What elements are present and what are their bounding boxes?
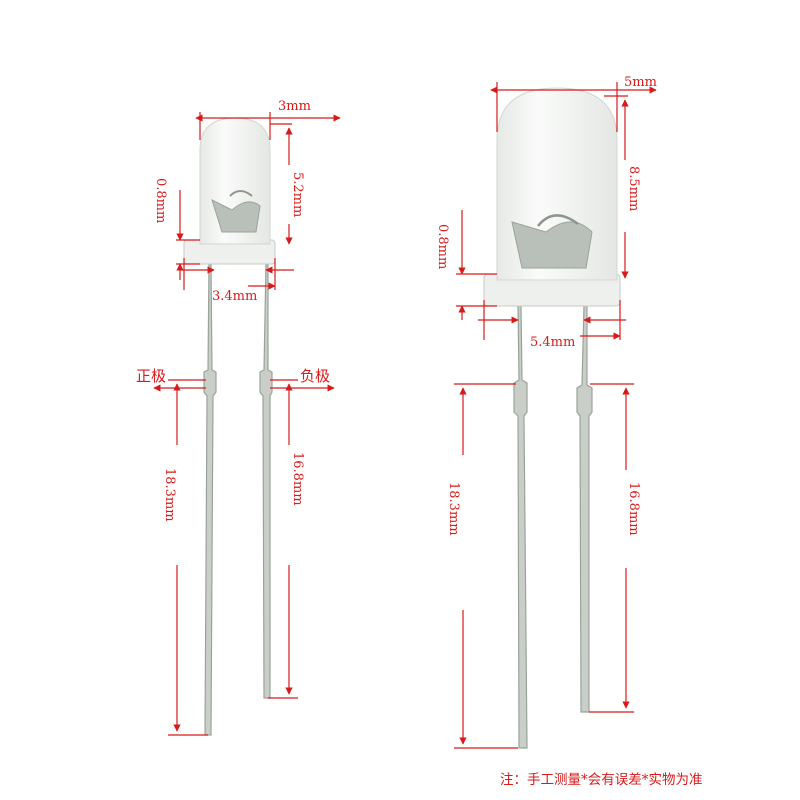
led-3mm-cathode-lead [259, 261, 273, 699]
label-anode: 正极 [136, 367, 166, 385]
dim-3mm-anode-lead: 18.3mm [162, 468, 177, 522]
dim-5mm-lens-height: 8.5mm [626, 166, 641, 211]
led-5mm: 5mm 8.5mm 0.8mm 5.4mm 18.3mm 16.8mm [435, 75, 657, 749]
led-3mm-anode-lead [203, 261, 217, 736]
dim-3mm-cathode-lead: 16.8mm [290, 452, 305, 506]
dim-3mm-flange-height: 0.8mm [153, 178, 168, 223]
dim-3mm-flange-width: 3.4mm [212, 289, 257, 304]
led-3mm-internal-anvil [211, 199, 261, 233]
dim-5mm-anode-lead: 18.3mm [446, 482, 461, 536]
led-5mm-anode-lead [513, 304, 528, 749]
dim-5mm-cathode-lead: 16.8mm [626, 482, 641, 536]
measurement-note: 注：手工测量*会有误差*实物为准 [500, 772, 703, 788]
led-5mm-internal-post [537, 214, 579, 227]
dim-3mm-lens-height: 5.2mm [290, 172, 305, 217]
led-5mm-internal-anvil [511, 221, 593, 269]
led-3mm-internal-post [229, 190, 253, 197]
dim-5mm-flange-height: 0.8mm [435, 224, 450, 269]
dim-5mm-flange-width: 5.4mm [530, 335, 575, 350]
led-5mm-cathode-lead [576, 304, 593, 713]
led-3mm: 3mm 5.2mm 0.8mm 3.4mm 正极 负极 18.3mm [136, 99, 341, 736]
dim-3mm-diameter: 3mm [278, 99, 311, 114]
dim-5mm-diameter: 5mm [624, 75, 657, 90]
label-cathode: 负极 [300, 367, 330, 385]
